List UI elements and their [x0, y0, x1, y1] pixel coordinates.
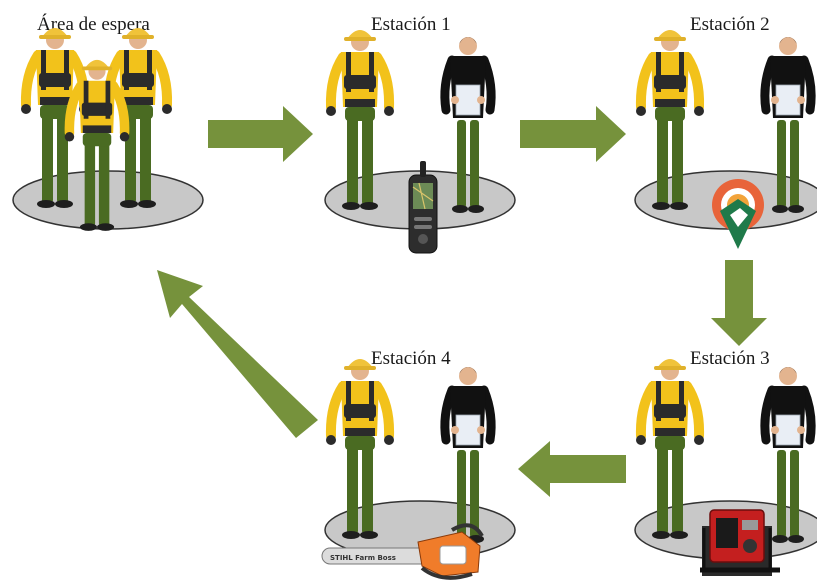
station-label-waiting-area: Área de espera	[37, 14, 150, 35]
map-app-logo-icon	[712, 179, 764, 249]
chainsaw-brand-text: STIHL Farm Boss	[330, 554, 396, 562]
arrow-station-4-to-waiting-area	[157, 270, 318, 438]
arrow-station-2-to-station-3	[711, 260, 767, 346]
station-label-1: Estación 1	[371, 14, 451, 35]
chainsaw-icon: STIHL Farm Boss	[321, 523, 484, 580]
arrow-station-3-to-station-4	[518, 441, 626, 497]
arrow-waiting-to-station-1	[208, 106, 313, 162]
arrow-station-1-to-station-2	[520, 106, 626, 162]
station-label-4: Estación 4	[371, 348, 451, 369]
portable-pump-icon	[700, 509, 780, 576]
station-label-2: Estación 2	[690, 14, 770, 35]
gps-device-icon	[408, 161, 438, 254]
station-label-3: Estación 3	[690, 348, 770, 369]
